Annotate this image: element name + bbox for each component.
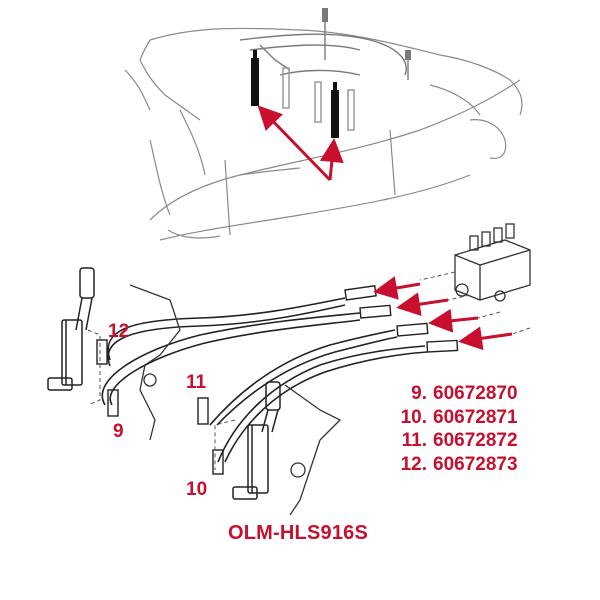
left-bracket-arm bbox=[129, 284, 181, 441]
part-number: 12. bbox=[400, 453, 427, 475]
right-dashed-guide bbox=[214, 419, 236, 470]
part-code: 60672872 bbox=[433, 430, 518, 451]
hose-fittings bbox=[96, 285, 459, 475]
hose-pointer-arrows bbox=[373, 276, 513, 351]
left-lift-cylinder bbox=[47, 267, 95, 391]
hydraulic-pump bbox=[454, 223, 531, 302]
pivot-icon bbox=[405, 50, 411, 60]
top-cylinder-right bbox=[331, 82, 339, 138]
hydraulic-hoses bbox=[101, 297, 428, 463]
parts-list: 9. 60672870 10. 60672871 11. 60672872 12… bbox=[397, 383, 597, 477]
part-row: 11. 60672872 bbox=[397, 430, 597, 454]
top-pointer-arrows bbox=[257, 105, 344, 182]
part-code: 60672871 bbox=[433, 406, 518, 428]
callout-9: 9 bbox=[113, 421, 124, 442]
top-frame bbox=[239, 18, 409, 80]
right-lift-cylinder bbox=[232, 381, 281, 500]
callout-12: 12 bbox=[108, 321, 130, 342]
part-number: 11. bbox=[401, 430, 427, 451]
top-cylinder-secondary bbox=[282, 67, 355, 131]
dashed-lead-lines bbox=[419, 271, 531, 335]
part-code: 60672870 bbox=[433, 383, 518, 404]
part-number: 9. bbox=[411, 383, 427, 404]
part-row: 12. 60672873 bbox=[397, 454, 597, 478]
part-code: 60672873 bbox=[433, 453, 518, 475]
pivot-icon bbox=[322, 8, 328, 22]
top-cylinder-left bbox=[251, 50, 259, 106]
callout-11: 11 bbox=[186, 372, 207, 393]
right-bracket-arm bbox=[284, 384, 342, 516]
part-row: 9. 60672870 bbox=[397, 383, 597, 407]
car-body-outline bbox=[124, 27, 523, 241]
kit-code: OLM-HLS916S bbox=[228, 522, 369, 544]
part-row: 10. 60672871 bbox=[397, 407, 597, 431]
part-number: 10. bbox=[400, 406, 427, 428]
left-dashed-guide bbox=[87, 329, 101, 406]
callout-10: 10 bbox=[186, 479, 208, 500]
